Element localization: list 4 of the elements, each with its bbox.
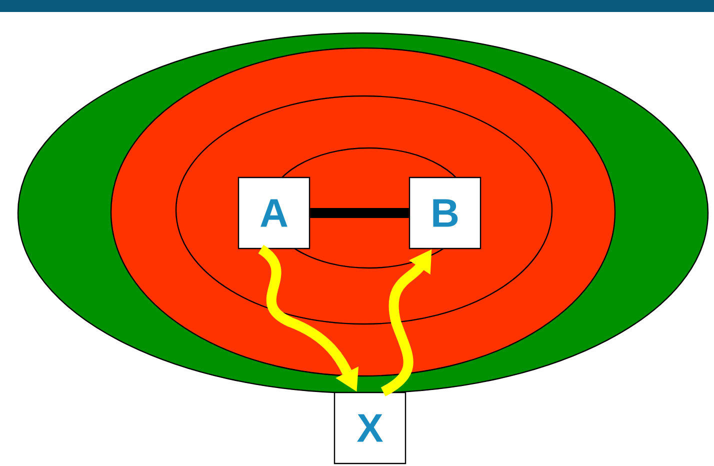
connector-bar (310, 208, 409, 218)
letter-box: X (334, 392, 406, 464)
letter-box: B (408, 176, 482, 250)
letter-box: A (238, 176, 310, 250)
